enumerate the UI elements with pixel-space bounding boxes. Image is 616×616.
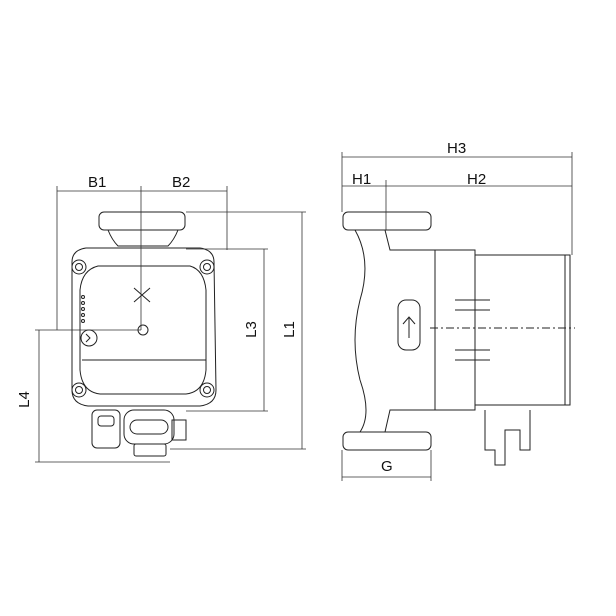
dim-h2-label: H2 — [467, 171, 487, 188]
front-dimensions — [35, 186, 306, 463]
dim-l4-label: L4 — [15, 391, 33, 408]
front-view — [71, 211, 217, 457]
dim-b2-label: B2 — [172, 174, 191, 191]
dim-g-label: G — [381, 458, 393, 475]
side-view — [342, 211, 575, 466]
dim-h3-label: H3 — [447, 140, 467, 157]
dim-l1-label: L1 — [280, 321, 298, 338]
side-dimensions — [341, 152, 573, 481]
dim-l3-label: L3 — [242, 321, 260, 338]
dim-h1-label: H1 — [352, 171, 372, 188]
dim-b1-label: B1 — [88, 174, 107, 191]
